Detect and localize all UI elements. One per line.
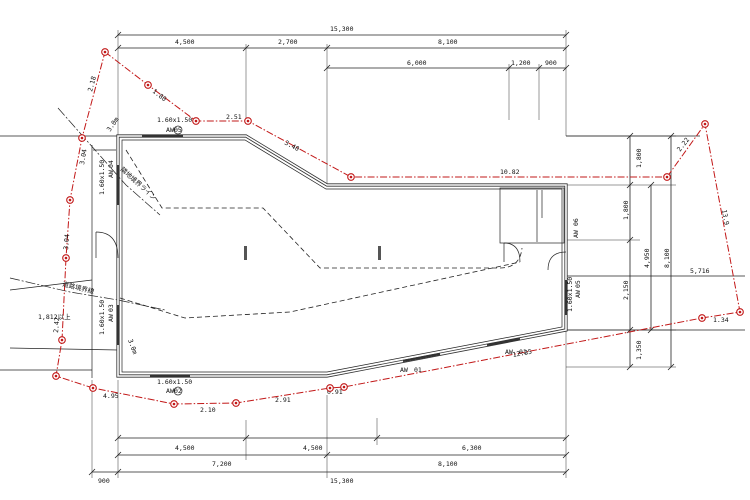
- window-left-lower-aw: AW: [107, 314, 115, 322]
- boundary-pin-core: [700, 316, 704, 320]
- len-left-3: 2.42: [52, 317, 61, 333]
- window-top-aw: AW: [166, 126, 174, 134]
- len-right-3: 1.34: [713, 316, 729, 324]
- boundary-pin-core: [665, 175, 669, 179]
- building-walls: [95, 134, 568, 378]
- offset-label-bottom: 3.0m: [126, 338, 139, 356]
- window-left-aw: AW: [107, 170, 115, 178]
- boundary-pin-core: [234, 401, 238, 405]
- dim-bottom-r1-2: 4,500: [303, 444, 323, 452]
- len-left-1: 3.04: [78, 148, 89, 165]
- boundary-pin-core: [703, 122, 707, 126]
- window-bottom-right-aw: AW: [505, 348, 513, 356]
- window-right-code: 05: [574, 280, 582, 288]
- dim-top-sub-2: 1,200: [511, 59, 531, 67]
- boundary-pin-core: [80, 136, 84, 140]
- dim-bottom-r3-left: 900: [98, 477, 110, 485]
- boundary-pin-core: [246, 119, 250, 123]
- setback-dashed-lines: [119, 149, 523, 319]
- dim-right-offset: 5,716: [690, 267, 710, 275]
- offset-label-top: 3.0m: [105, 116, 121, 133]
- boundary-pin-core: [54, 374, 58, 378]
- dim-right-seg-4: 1,350: [635, 340, 643, 360]
- right-dimension-lines: 1,800 1,800 2,150 1,350 4,950 8,100 5,71…: [566, 132, 745, 371]
- dim-top-seg-2: 2,700: [278, 38, 298, 46]
- dim-bottom-r2-2: 8,100: [438, 460, 458, 468]
- window-top-code: 05: [174, 126, 182, 134]
- site-boundary: [55, 51, 741, 405]
- window-left-size: 1.60x1.50: [98, 160, 106, 195]
- boundary-pins: [52, 48, 744, 408]
- len-right-2: 13.9: [720, 209, 731, 226]
- dim-top-sub-3: 900: [545, 59, 557, 67]
- dim-bottom-total: 15,300: [330, 477, 354, 485]
- boundary-pin-core: [60, 338, 64, 342]
- window-left-code: 04: [107, 160, 115, 168]
- dim-right-seg-3: 2,150: [622, 280, 630, 300]
- window-top-size: 1.60x1.50: [157, 116, 192, 124]
- boundary-pin-core: [328, 386, 332, 390]
- height-mark: 1,812以上: [38, 312, 71, 321]
- len-left-2: 3.04: [62, 234, 71, 250]
- len-bottom-3: 2.91: [275, 396, 291, 404]
- boundary-pin-core: [64, 256, 68, 260]
- bottom-dimension-lines: 4,500 4,500 6,300 7,200 8,100 900 15,300: [88, 330, 570, 485]
- len-bottom-5: 4.95: [103, 392, 119, 400]
- window-annotations: 1.60x1.50 AW 05 1.60x1.50 AW 02 1.60x1.5…: [98, 116, 582, 396]
- boundary-pin-core: [103, 50, 107, 54]
- boundary-pin-core: [194, 119, 198, 123]
- window-storage-aw: AW: [572, 230, 580, 238]
- door-swing-right: [547, 251, 567, 271]
- window-bottom-mid-code: 01: [414, 366, 422, 374]
- dim-right-seg-2: 1,800: [622, 200, 630, 220]
- window-right-size: 1.60x1.50: [566, 277, 574, 312]
- window-bottom-size: 1.60x1.50: [157, 378, 192, 386]
- column-marker: [244, 246, 247, 260]
- dim-bottom-r1-1: 4,500: [175, 444, 195, 452]
- len-top-3: 10.82: [500, 168, 520, 176]
- window-bottom-right-code: 01: [519, 348, 527, 356]
- boundary-pin-core: [172, 402, 176, 406]
- dim-top-total: 15,300: [330, 25, 354, 33]
- boundary-pin-core: [349, 175, 353, 179]
- dim-bottom-r1-3: 6,300: [462, 444, 482, 452]
- len-bottom-2: 0.91: [327, 388, 343, 396]
- storage-room: [499, 187, 565, 244]
- boundary-pin-core: [342, 385, 346, 389]
- dim-top-sub-1: 6,000: [407, 59, 427, 67]
- len-top-left-2: 1.80: [151, 87, 168, 103]
- window-left-lower-size: 1.60x1.50: [98, 300, 106, 335]
- boundary-pin-core: [68, 198, 72, 202]
- top-dimension-lines: 15,300 4,500 2,700 8,100 6,000 1,200 900: [114, 25, 570, 185]
- dim-top-seg-3: 8,100: [438, 38, 458, 46]
- reference-lines: [0, 107, 745, 378]
- window-storage-code: 06: [572, 218, 580, 226]
- window-left-lower-code: 03: [107, 304, 115, 312]
- boundary-pin-core: [738, 310, 742, 314]
- window-bottom-aw: AW: [166, 387, 174, 395]
- len-bottom-4: 2.10: [200, 406, 216, 414]
- len-right-1: 2.22: [675, 136, 691, 153]
- len-top-2: 3.40: [283, 139, 301, 153]
- dim-right-total: 8,100: [663, 248, 671, 268]
- door-swing-left: [95, 231, 119, 259]
- column-marker: [378, 246, 381, 260]
- boundary-pin-core: [91, 386, 95, 390]
- window-bottom-code: 02: [174, 387, 182, 395]
- len-top-1: 2.51: [226, 113, 242, 121]
- len-top-left-1: 2.18: [86, 75, 98, 92]
- dim-right-seg-1: 1,800: [635, 148, 643, 168]
- dim-top-seg-1: 4,500: [175, 38, 195, 46]
- window-right-aw: AW: [574, 290, 582, 298]
- window-bottom-mid-aw: AW: [400, 366, 408, 374]
- dim-bottom-r2-1: 7,200: [212, 460, 232, 468]
- dim-right-inner: 4,950: [643, 248, 651, 268]
- len-bottom-1: 12.35: [512, 348, 533, 359]
- boundary-pin-core: [146, 83, 150, 87]
